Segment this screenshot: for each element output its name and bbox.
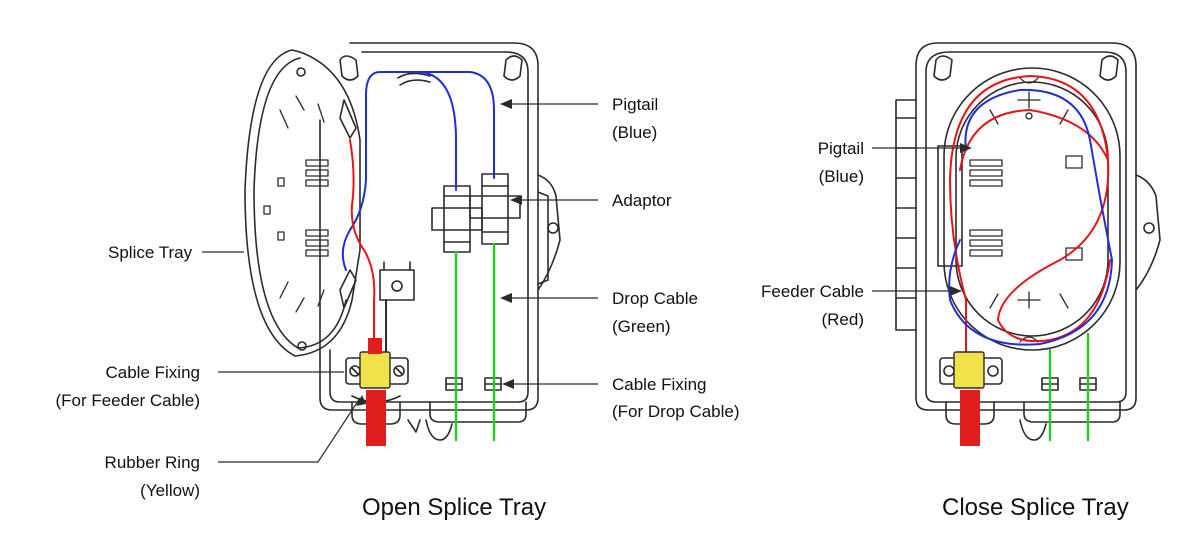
label-pigtail-open-1: Pigtail [612, 95, 659, 114]
open-splice-tray [244, 49, 361, 357]
label-cable-fixing-drop-2: (For Drop Cable) [612, 402, 740, 421]
closed-rubber-ring [953, 351, 985, 389]
label-rubber-ring-2: (Yellow) [140, 481, 200, 500]
closed-splice-tray [937, 67, 1121, 351]
label-cable-fixing-drop-1: Cable Fixing [612, 375, 707, 394]
open-feeder-fiber [349, 139, 376, 359]
label-adaptor: Adaptor [612, 191, 672, 210]
closed-feeder-loop [949, 75, 1111, 359]
leader-lines [202, 103, 970, 463]
caption-open-splice-tray: Open Splice Tray [362, 494, 547, 521]
label-cable-fixing-feeder-1: Cable Fixing [105, 363, 201, 382]
leader-arrowheads [356, 99, 972, 406]
open-feeder-jacket [366, 390, 386, 446]
adaptor-right [469, 173, 521, 245]
label-pigtail-closed-2: (Blue) [818, 167, 864, 186]
label-pigtail-open-2: (Blue) [612, 123, 658, 142]
label-cable-fixing-feeder-2: (For Feeder Cable) [55, 391, 200, 410]
label-feeder-cable-1: Feeder Cable [760, 282, 864, 301]
label-feeder-cable-2: (Red) [821, 310, 864, 329]
label-splice-tray: Splice Tray [108, 243, 193, 262]
closed-pigtail-loop [948, 88, 1113, 346]
label-drop-cable-1: Drop Cable [612, 289, 698, 308]
label-rubber-ring-1: Rubber Ring [104, 453, 200, 472]
closed-feeder-jacket [960, 390, 980, 446]
open-enclosure [319, 42, 561, 441]
caption-close-splice-tray: Close Splice Tray [942, 494, 1129, 521]
label-pigtail-closed-1: Pigtail [817, 139, 864, 158]
open-rubber-ring [359, 351, 391, 389]
open-pigtail [341, 71, 495, 271]
label-drop-cable-2: (Green) [612, 317, 671, 336]
